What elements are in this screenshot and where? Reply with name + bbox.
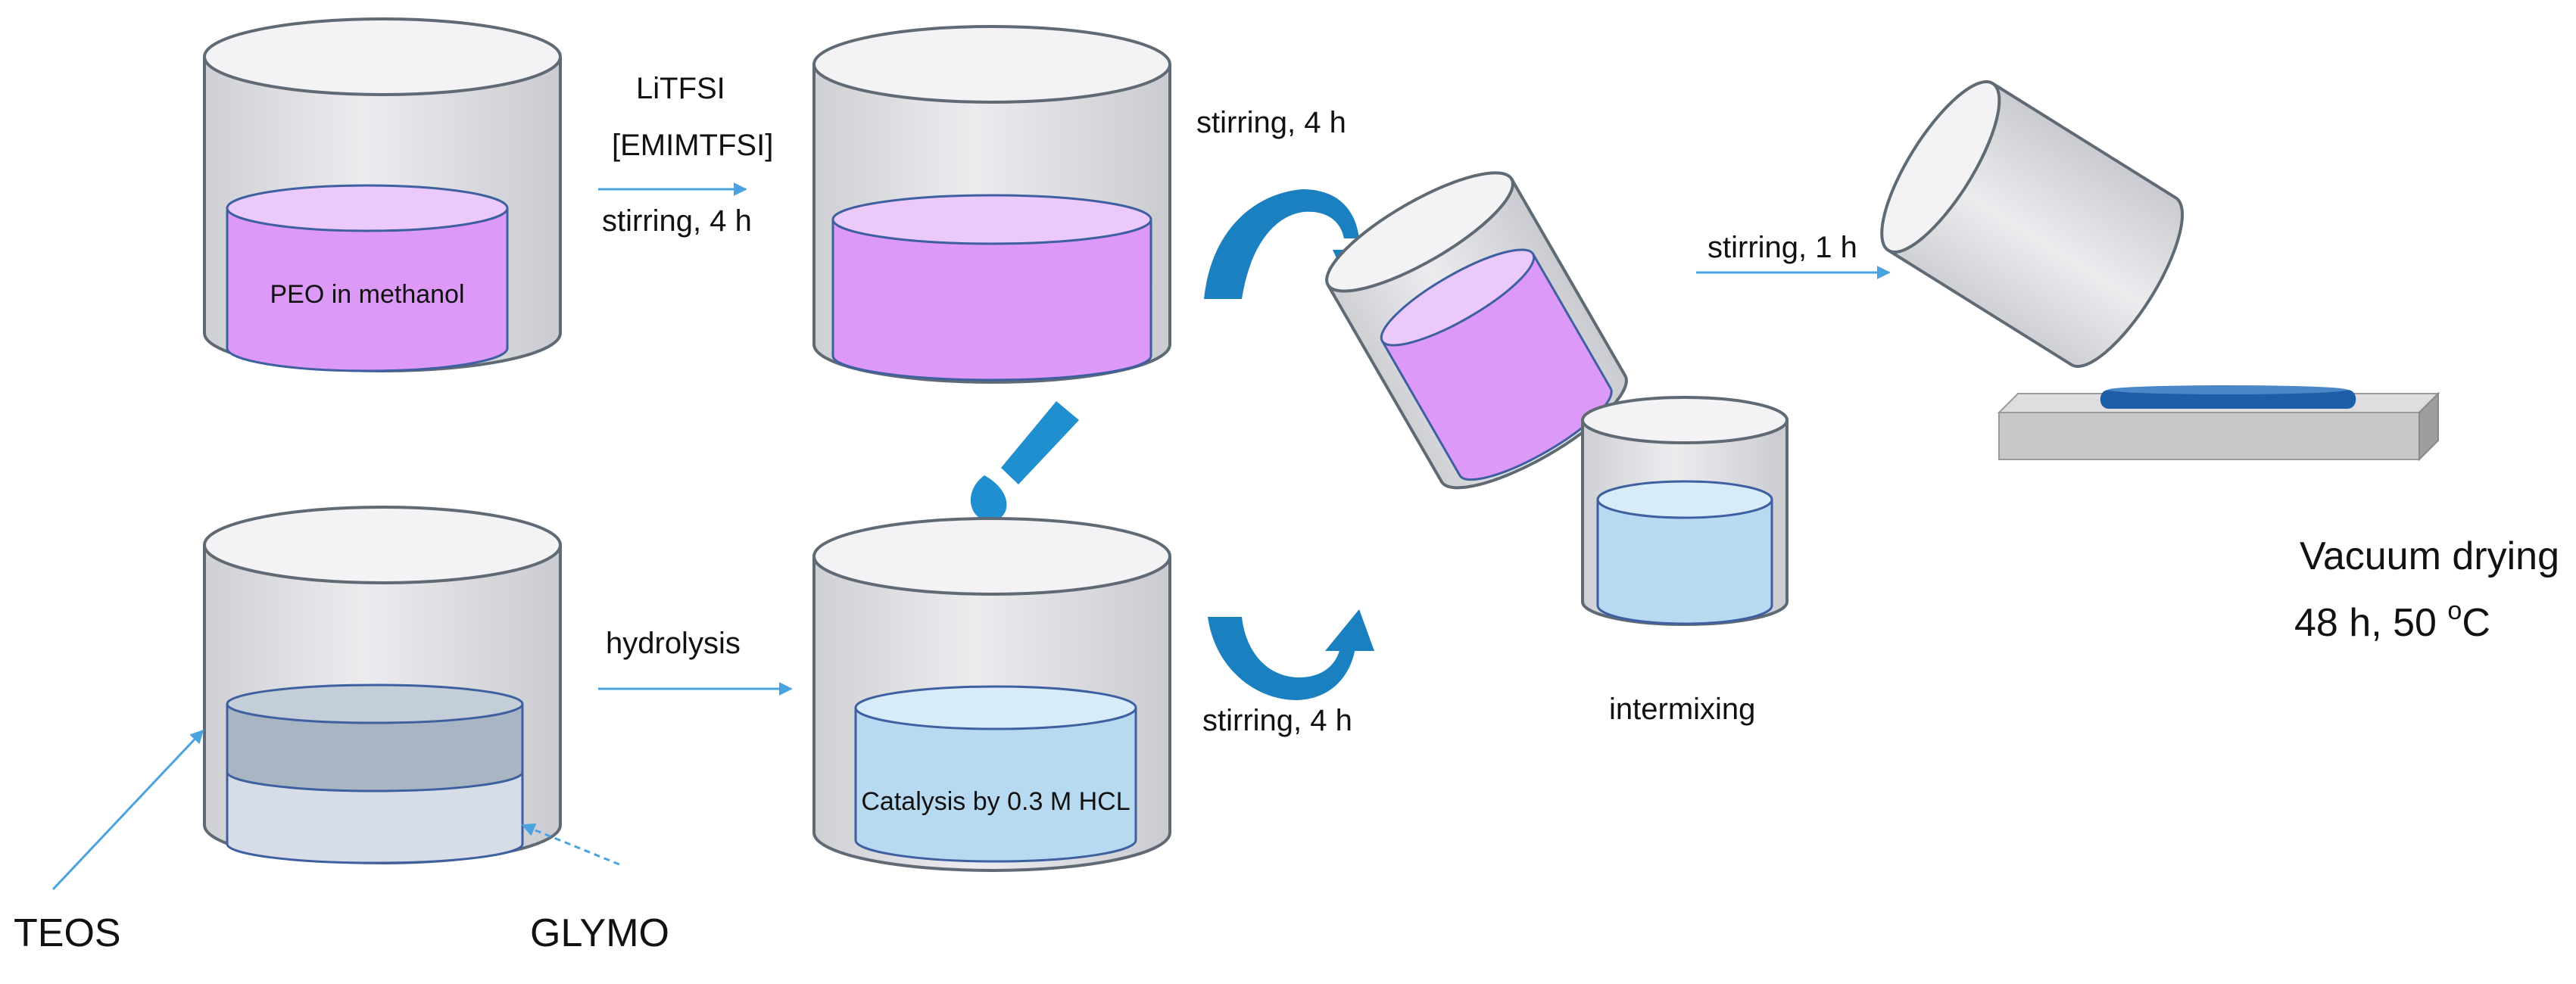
step-arrow-stirring-1h: stirring, 1 h [1696,231,1891,279]
reagent-litfsi-label: LiTFSI [636,72,725,105]
reagent-emimtfsi-label: [EMIMTFSI] [612,129,773,162]
hydrolysis-label: hydrolysis [606,627,741,660]
beaker-peo-mixed [812,25,1171,384]
vacuum-drying-label: Vacuum drying [2300,534,2559,578]
intermixing-solution [1596,480,1773,625]
mixed-peo-solution [831,194,1152,381]
stirring-1h-label: stirring, 1 h [1707,231,1857,264]
teos-label: TEOS [14,911,121,955]
beaker-teos-glymo [203,506,562,864]
intermixing-label: intermixing [1609,693,1755,726]
tilted-purple-solution [1380,248,1613,481]
catalysis-label: Catalysis by 0.3 M HCL [861,787,1130,816]
peo-label: PEO in methanol [270,280,464,309]
beaker-catalysis: Catalysis by 0.3 M HCL [812,517,1171,872]
vacuum-conditions-label: 48 h, 50 oC [2294,596,2490,645]
beaker-tilted-empty [1880,80,2184,368]
step-arrow-reagents: LiTFSI [EMIMTFSI] stirring, 4 h [598,72,773,238]
curved-arrow-bottom-icon [1208,609,1374,700]
stirring-bottom-label: stirring, 4 h [1202,704,1352,737]
glymo-pointer [521,823,620,866]
silane-layers [226,684,524,864]
stirring-top-right-label: stirring, 4 h [1196,106,1346,139]
beaker-tilted-mix [1325,171,1628,490]
beaker-intermixing [1581,396,1789,626]
catalysis-solution [854,685,1137,863]
stirring-top-label: stirring, 4 h [602,204,752,238]
glymo-label: GLYMO [530,911,669,955]
beaker-peo: PEO in methanol [203,17,562,372]
peo-solution [226,184,509,372]
teos-pointer [51,729,204,891]
step-arrow-hydrolysis: hydrolysis [598,627,793,696]
polymer-film [2100,385,2356,409]
pipette-icon [970,401,1079,522]
